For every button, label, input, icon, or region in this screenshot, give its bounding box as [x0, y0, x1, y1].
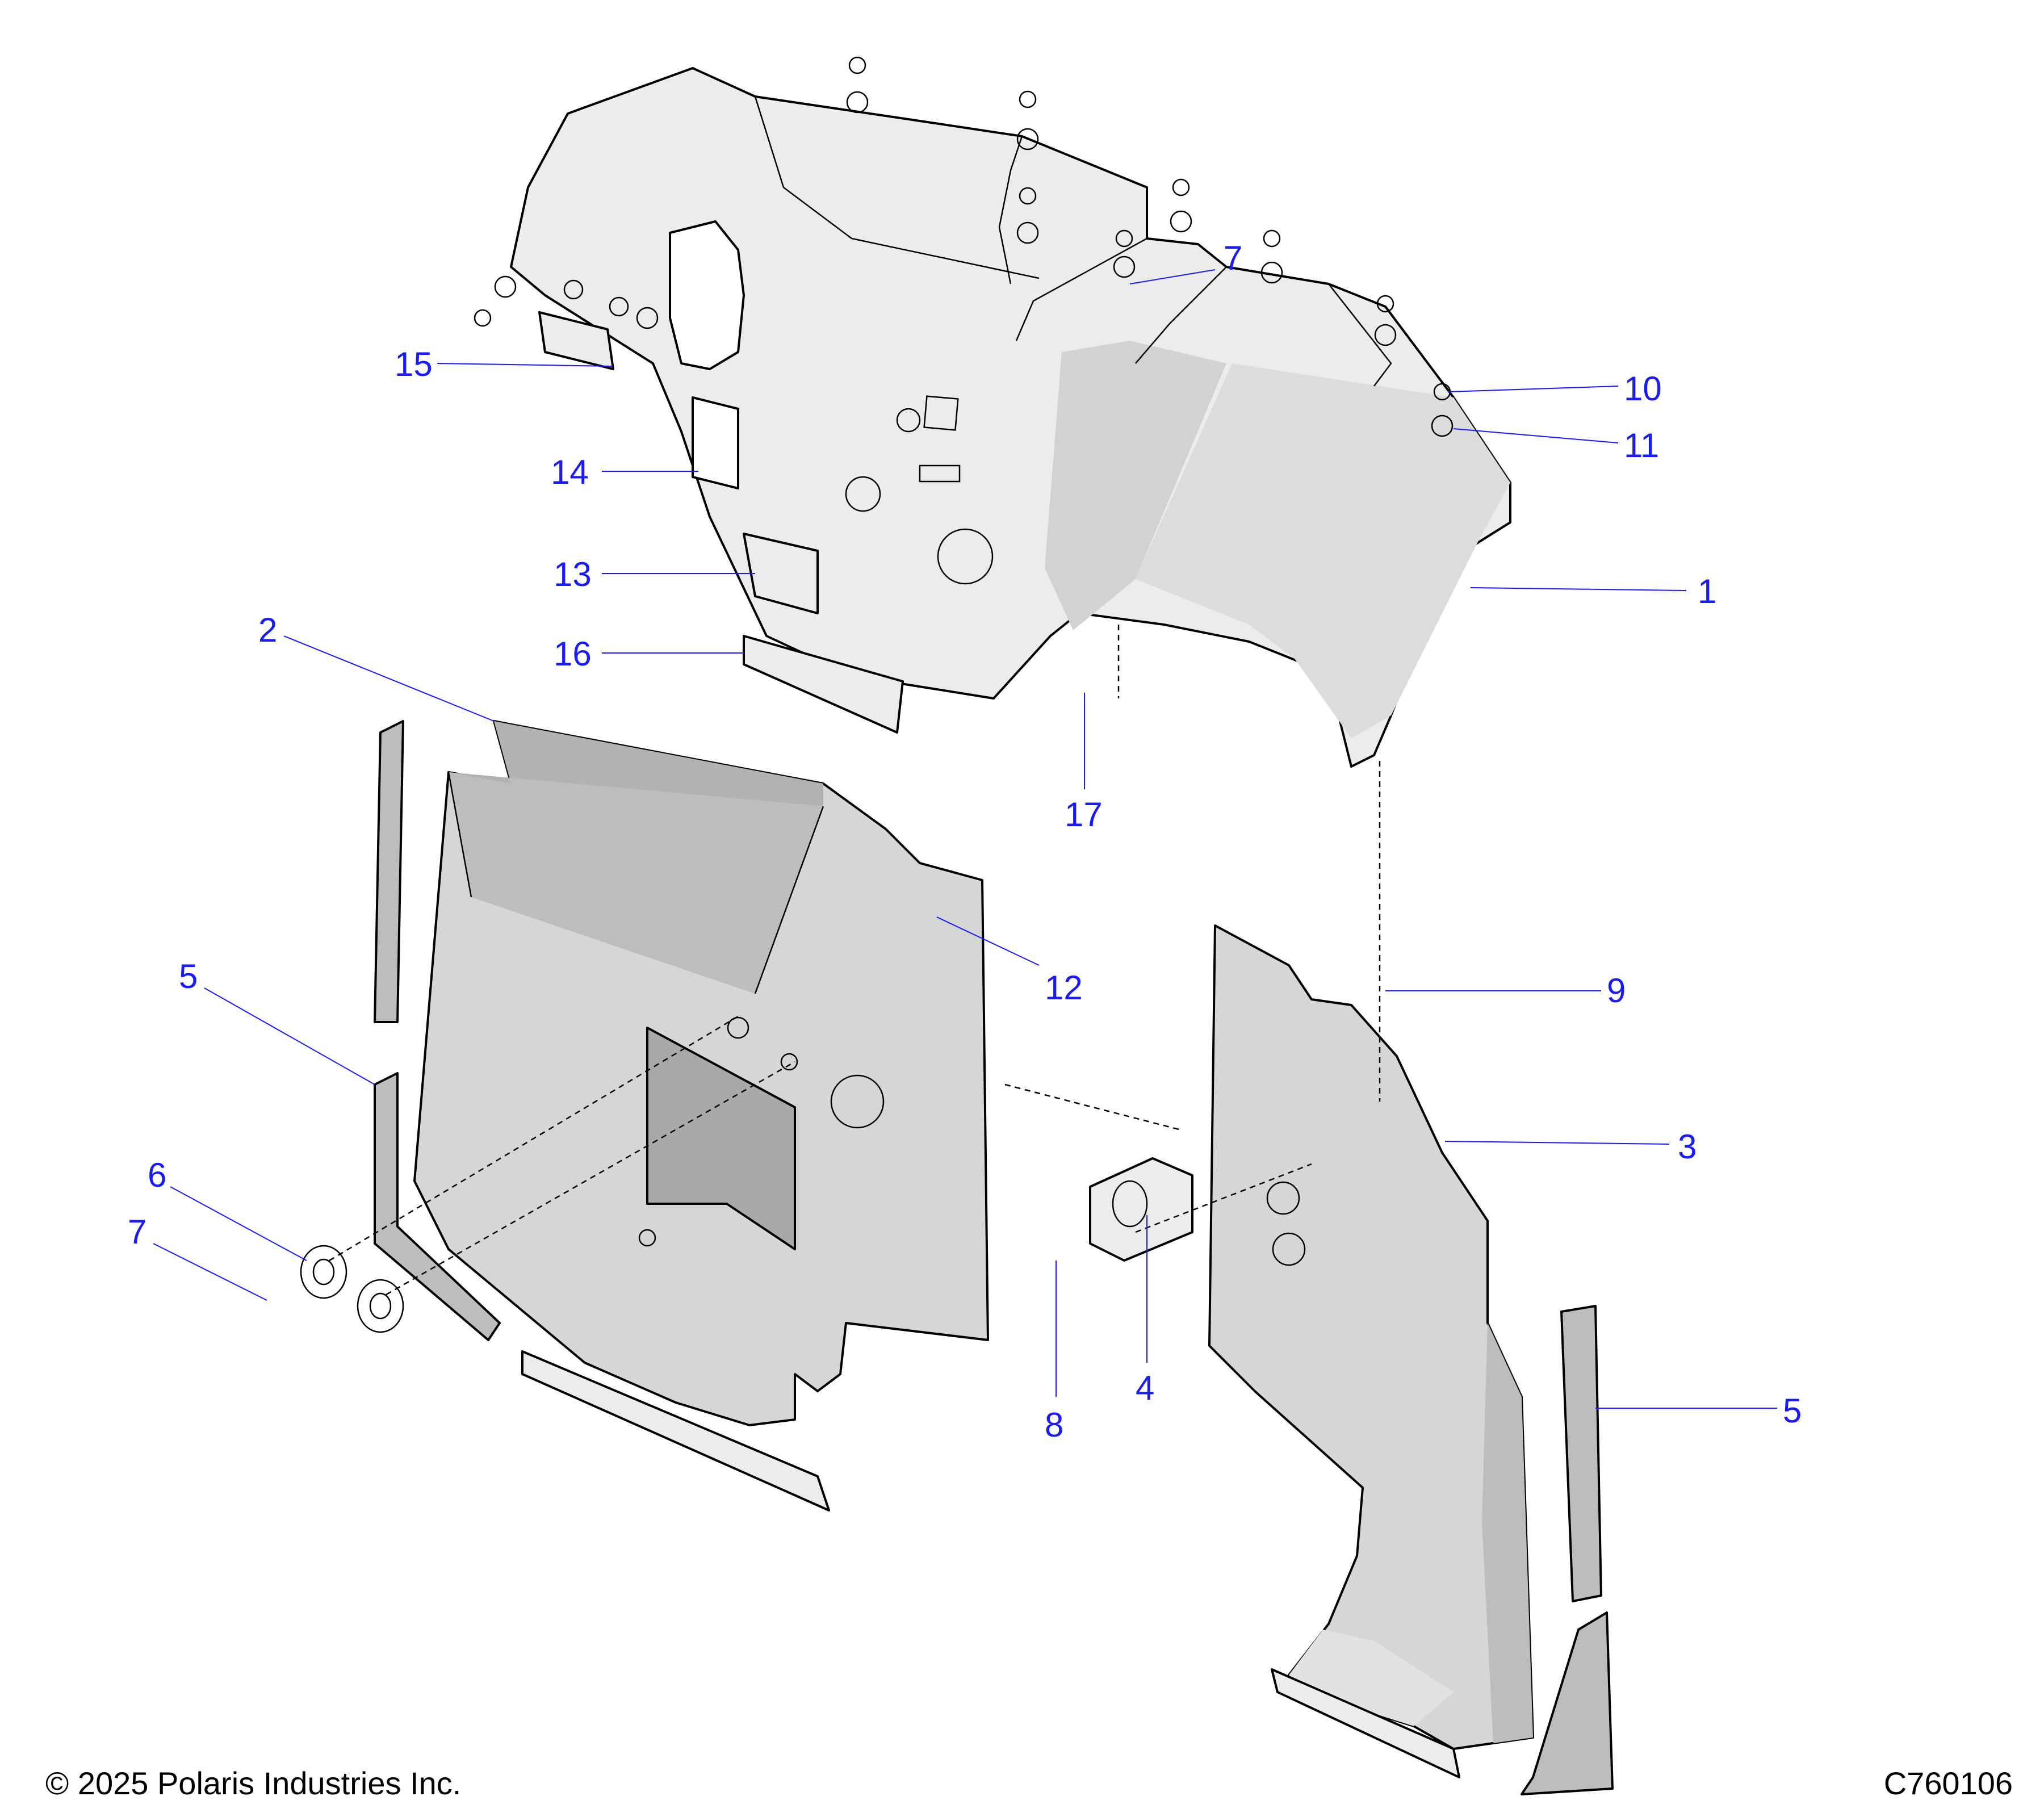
callout-8: 8 [1045, 1406, 1063, 1444]
callout-7-left: 7 [128, 1213, 146, 1251]
callout-15: 15 [395, 345, 433, 383]
grommets-part-6 [300, 1245, 404, 1333]
callout-12: 12 [1045, 969, 1083, 1007]
callout-9: 9 [1607, 972, 1626, 1010]
callout-10: 10 [1624, 370, 1662, 408]
right-side-panel-part-3 [1208, 924, 1534, 1750]
callout-5-right: 5 [1783, 1392, 1802, 1430]
dash-panel-part-1 [510, 67, 1511, 768]
callout-6: 6 [148, 1156, 166, 1194]
callout-1: 1 [1698, 572, 1716, 610]
leader-lines [153, 269, 1777, 1409]
left-side-panel-part-2 [413, 720, 989, 1426]
callout-3: 3 [1678, 1128, 1697, 1166]
figure-id: C760106 [1884, 1765, 2013, 1801]
callout-17: 17 [1065, 796, 1103, 834]
callout-13: 13 [554, 555, 592, 593]
trim-strips-part-5 [374, 720, 1614, 1795]
callout-16: 16 [554, 635, 592, 673]
callout-2: 2 [258, 611, 277, 649]
assembly-dashed-lines [329, 625, 1381, 1296]
callout-7-top: 7 [1224, 239, 1242, 277]
labels-13-14-15-16 [538, 311, 904, 734]
copyright-notice: © 2025 Polaris Industries Inc. [45, 1765, 461, 1801]
callout-labels: 1 2 3 4 5 5 6 7 7 8 9 10 11 12 13 14 15 … [128, 239, 1802, 1444]
callout-5-left: 5 [179, 957, 198, 995]
bracket-part-4 [1089, 1157, 1193, 1262]
callout-4: 4 [1136, 1369, 1154, 1407]
callout-11: 11 [1624, 426, 1659, 464]
callout-14: 14 [551, 453, 589, 491]
fasteners-10-11-top [474, 56, 1454, 437]
